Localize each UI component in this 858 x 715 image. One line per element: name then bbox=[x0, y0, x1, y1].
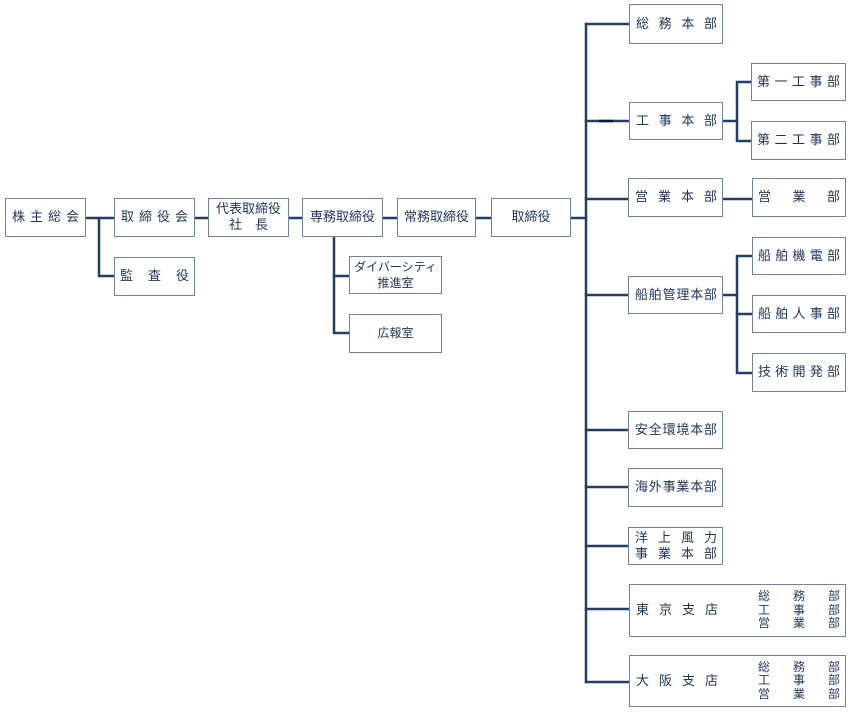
node-label: 船舶機電部 bbox=[758, 248, 840, 264]
node-label-line-1: 代表取締役 bbox=[215, 202, 281, 217]
node-label-line-1: ダイバーシティ bbox=[354, 259, 437, 274]
node-managing-director: 常務取締役 bbox=[397, 198, 476, 237]
node-label: 安全環境本部 bbox=[635, 422, 717, 438]
branch-department: 営業部 bbox=[758, 686, 840, 701]
node-label-line-2: 事業本部 bbox=[635, 546, 717, 562]
node-dept-ship-personnel: 船舶人事部 bbox=[752, 295, 846, 333]
node-label: 営業部 bbox=[758, 190, 840, 205]
node-label: 営業本部 bbox=[635, 190, 717, 205]
node-label-line-2: 推進室 bbox=[377, 275, 414, 290]
node-division-offshore-wind: 洋上風力 事業本部 bbox=[628, 527, 723, 565]
branch-department: 営業部 bbox=[758, 616, 840, 631]
node-dept-construction-1: 第一工事部 bbox=[751, 63, 846, 101]
node-division-safety-environment: 安全環境本部 bbox=[628, 411, 723, 449]
node-label: 総務本部 bbox=[636, 16, 717, 32]
branch-departments: 総務部 工事部 営業部 bbox=[758, 590, 840, 631]
branch-department: 総務部 bbox=[758, 589, 840, 604]
node-dept-construction-2: 第二工事部 bbox=[751, 121, 846, 160]
node-division-sales: 営業本部 bbox=[628, 178, 723, 217]
node-president: 代表取締役 社 長 bbox=[208, 198, 289, 237]
branch-department: 総務部 bbox=[758, 659, 840, 674]
node-diversity-office: ダイバーシティ 推進室 bbox=[349, 256, 442, 294]
node-label: 取締役 bbox=[511, 210, 551, 225]
node-label-line-2: 社 長 bbox=[228, 218, 268, 233]
node-label: 工事本部 bbox=[636, 113, 717, 129]
node-directors: 取締役 bbox=[491, 198, 571, 237]
node-division-construction: 工事本部 bbox=[629, 102, 723, 140]
node-branch-osaka: 大阪支店 総務部 工事部 営業部 bbox=[629, 655, 846, 707]
node-dept-technology-development: 技術開発部 bbox=[752, 353, 846, 392]
branch-department: 工事部 bbox=[758, 602, 840, 617]
node-division-ship-management: 船舶管理本部 bbox=[628, 276, 723, 314]
node-label: 船舶人事部 bbox=[758, 306, 840, 322]
node-label: 技術開発部 bbox=[758, 365, 840, 380]
node-label-line-1: 洋上風力 bbox=[635, 530, 717, 546]
node-label: 監査役 bbox=[120, 269, 189, 284]
node-senior-managing-director: 専務取締役 bbox=[302, 198, 383, 237]
node-division-general-affairs: 総務本部 bbox=[629, 4, 723, 44]
node-branch-tokyo: 東京支店 総務部 工事部 営業部 bbox=[629, 584, 846, 637]
node-auditors: 監査役 bbox=[114, 257, 195, 296]
node-label: 取締役会 bbox=[121, 210, 188, 225]
node-label: 広報室 bbox=[377, 326, 414, 340]
node-dept-ship-machinery-electrical: 船舶機電部 bbox=[752, 237, 846, 275]
node-division-overseas-business: 海外事業本部 bbox=[628, 468, 723, 507]
node-label: 第一工事部 bbox=[757, 74, 840, 90]
node-public-relations-office: 広報室 bbox=[349, 314, 442, 353]
branch-name: 東京支店 bbox=[636, 603, 718, 618]
node-label: 船舶管理本部 bbox=[635, 287, 717, 303]
node-label: 株主総会 bbox=[12, 210, 79, 225]
connector-senior-md-to-pr-office bbox=[332, 235, 351, 335]
node-shareholders-meeting: 株主総会 bbox=[5, 198, 86, 237]
branch-departments: 総務部 工事部 営業部 bbox=[758, 659, 840, 702]
node-label: 専務取締役 bbox=[309, 210, 375, 225]
node-board-of-directors: 取締役会 bbox=[114, 198, 195, 237]
branch-department: 工事部 bbox=[758, 673, 840, 688]
branch-name: 大阪支店 bbox=[636, 673, 718, 689]
node-label: 常務取締役 bbox=[403, 210, 469, 225]
node-label: 第二工事部 bbox=[757, 133, 840, 148]
node-dept-sales: 営業部 bbox=[752, 178, 846, 217]
node-label: 海外事業本部 bbox=[635, 480, 717, 495]
connector-shareholders-to-auditors bbox=[97, 216, 116, 278]
connector-construction-departments bbox=[735, 80, 753, 143]
